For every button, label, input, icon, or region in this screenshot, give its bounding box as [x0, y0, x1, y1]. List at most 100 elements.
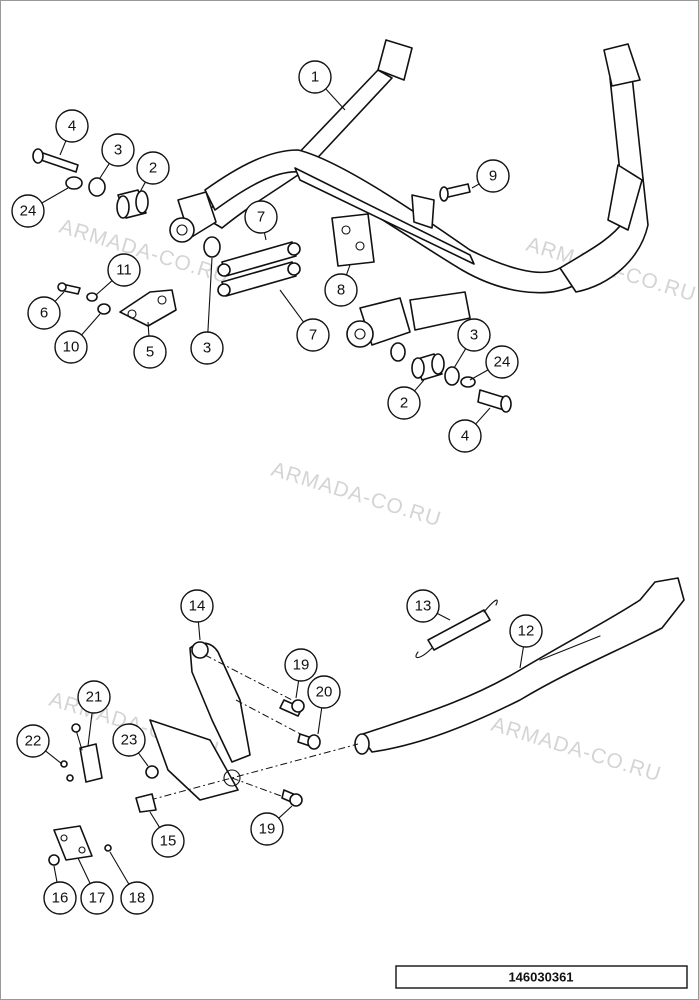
side-stand-leg	[354, 577, 685, 755]
callout-label: 7	[257, 209, 265, 226]
callout-label: 19	[293, 657, 310, 674]
callout-10: 10	[54, 313, 101, 364]
callout-label: 1	[311, 69, 319, 86]
callout-circle	[485, 345, 519, 379]
callout-label: 15	[160, 833, 177, 850]
o-ring-middle	[203, 236, 221, 258]
assembly-lines	[149, 654, 359, 801]
callout-leader	[317, 707, 323, 735]
callout-leader	[414, 379, 425, 392]
callout-label: 11	[116, 262, 132, 279]
callout-3: 3	[99, 133, 135, 179]
callout-8: 8	[324, 264, 358, 307]
center-stand-frame	[169, 39, 649, 348]
callout-circle	[55, 109, 89, 143]
callout-label: 14	[189, 598, 206, 615]
callout-21: 21	[77, 680, 111, 747]
bracket-8	[331, 213, 375, 267]
callout-4: 4	[448, 407, 491, 453]
callout-leader	[109, 851, 130, 885]
callout-circle	[387, 386, 421, 420]
callout-circle	[406, 589, 440, 623]
callout-leader	[278, 805, 293, 819]
callout-18: 18	[109, 851, 154, 915]
callout-label: 4	[461, 428, 469, 445]
callout-circle	[190, 331, 224, 365]
callout-circle	[448, 419, 482, 453]
bolt-9	[439, 183, 471, 202]
callout-circle	[476, 159, 510, 193]
callout-label: 19	[259, 821, 276, 838]
callout-label: 17	[89, 890, 106, 907]
callout-15: 15	[149, 811, 185, 858]
callout-circle	[16, 724, 50, 758]
callout-label: 3	[114, 142, 122, 159]
callout-circle	[250, 812, 284, 846]
callout-leader	[77, 857, 91, 884]
callout-label: 7	[309, 327, 317, 344]
callout-3: 3	[453, 318, 491, 369]
washer-left	[65, 176, 83, 190]
callout-leader	[436, 612, 451, 621]
callout-leader	[325, 88, 346, 111]
callout-leader	[41, 187, 69, 204]
callout-circle	[101, 133, 135, 167]
callout-6: 6	[27, 291, 65, 330]
callout-leader	[471, 183, 480, 189]
callout-circle	[136, 151, 170, 185]
callout-label: 8	[337, 282, 345, 299]
springs	[217, 241, 301, 297]
callout-17: 17	[77, 857, 114, 915]
callout-label: 3	[470, 327, 478, 344]
callout-label: 4	[68, 118, 76, 135]
callout-3: 3	[190, 257, 224, 365]
callout-label: 23	[121, 732, 138, 749]
callout-circle	[27, 296, 61, 330]
callout-circle	[324, 273, 358, 307]
callout-label: 22	[25, 733, 42, 750]
callout-13: 13	[406, 589, 451, 623]
switch-21	[60, 723, 103, 783]
callout-leader	[475, 407, 491, 425]
callout-2: 2	[387, 379, 425, 420]
callout-circle	[284, 648, 318, 682]
callout-circle	[296, 318, 330, 352]
bolt-left	[32, 148, 79, 173]
callout-circle	[112, 723, 146, 757]
callout-2: 2	[136, 151, 170, 193]
callout-20: 20	[307, 675, 341, 735]
callout-leader	[139, 181, 146, 193]
callout-19: 19	[284, 648, 318, 699]
callout-leader	[95, 280, 113, 296]
callout-circle	[298, 60, 332, 94]
callout-leader	[99, 163, 110, 179]
callout-leader	[147, 321, 150, 337]
callout-5: 5	[133, 321, 167, 369]
callout-circle	[77, 680, 111, 714]
callout-label: 16	[52, 890, 69, 907]
callout-19: 19	[250, 805, 293, 846]
callout-label: 6	[40, 305, 48, 322]
bush-15	[135, 793, 157, 813]
callout-leader	[295, 680, 300, 699]
callout-label: 20	[316, 684, 333, 701]
callout-circle	[244, 200, 278, 234]
callout-16: 16	[43, 865, 77, 915]
callout-leader	[45, 750, 63, 765]
callout-23: 23	[112, 723, 149, 767]
bush-23	[145, 765, 159, 779]
callout-leader	[81, 313, 101, 336]
callout-label: 5	[146, 344, 154, 361]
callout-label: 2	[149, 160, 157, 177]
callout-label: 13	[415, 598, 432, 615]
callout-1: 1	[298, 60, 346, 111]
callout-leader	[197, 621, 201, 641]
callout-14: 14	[180, 589, 214, 641]
callout-leader	[345, 264, 351, 276]
callout-circle	[54, 330, 88, 364]
callout-12: 12	[509, 614, 543, 669]
callout-leader	[469, 369, 489, 381]
callout-leader	[53, 865, 58, 883]
callout-leader	[54, 291, 65, 302]
